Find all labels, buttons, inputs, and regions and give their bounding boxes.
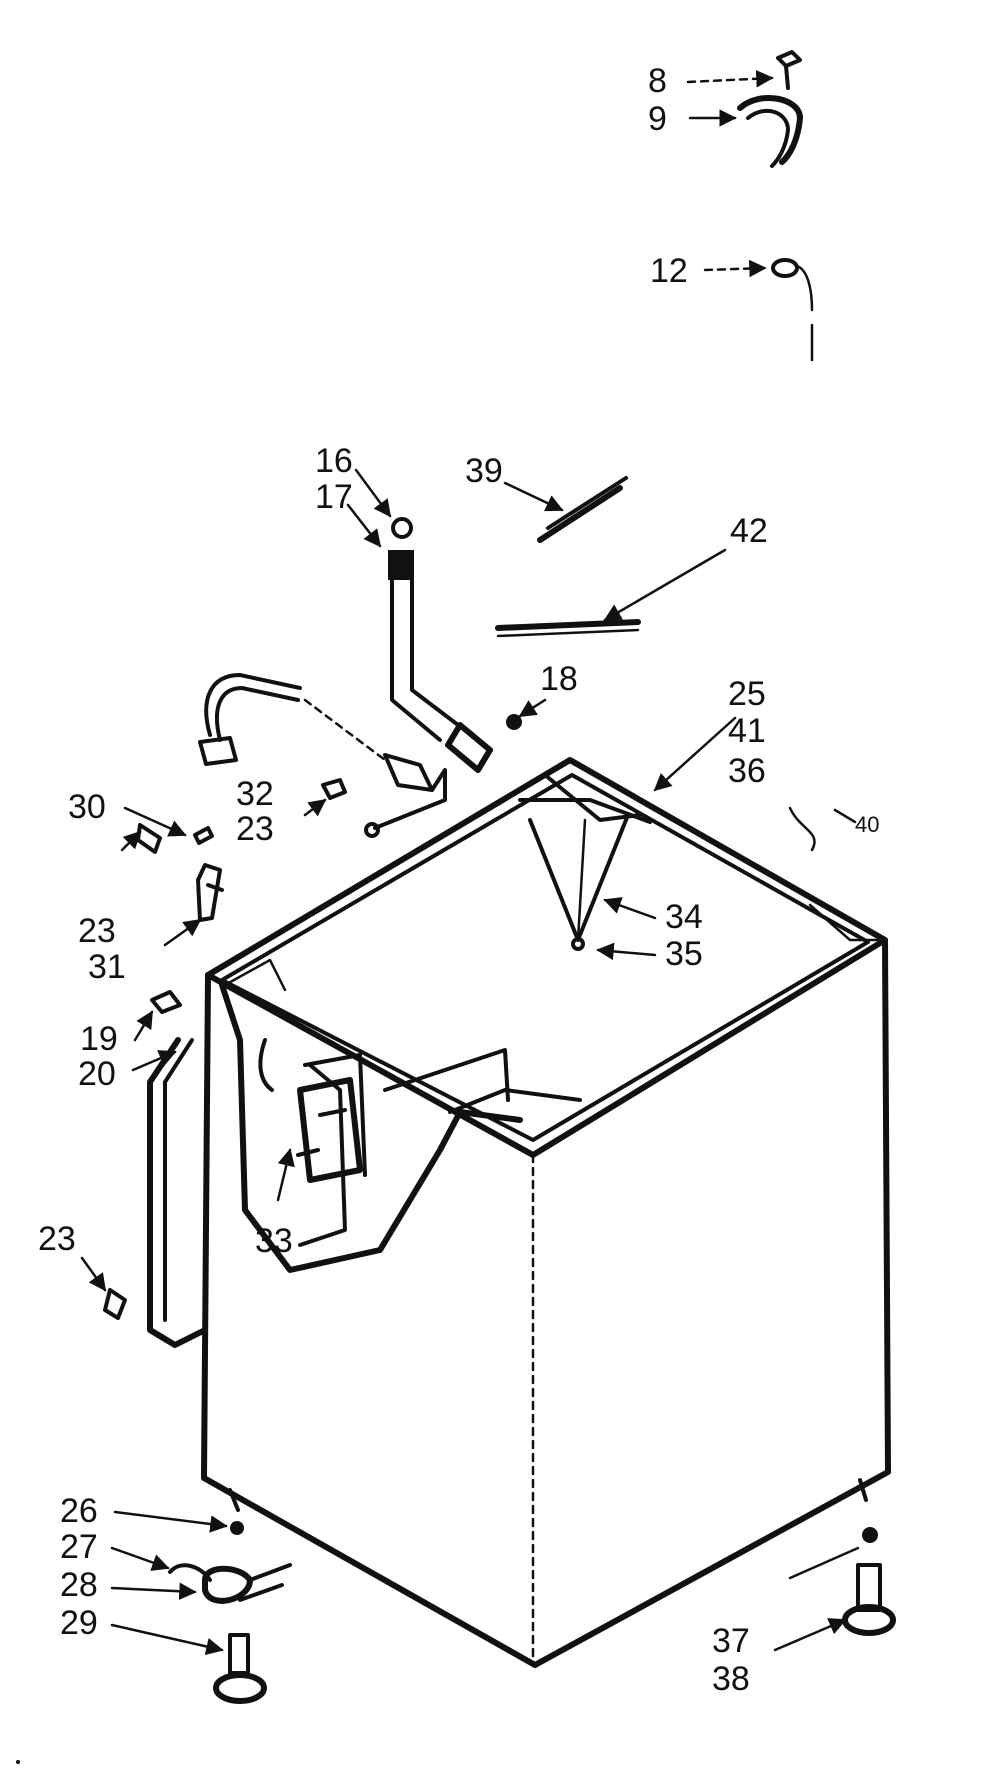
label-20: 20: [78, 1055, 116, 1093]
label-38: 38: [712, 1660, 750, 1698]
part-labels: 8 9 12 16 17 39 42 18 25 41 36 40 30 32 …: [38, 62, 879, 1698]
bar-42: [495, 619, 641, 638]
label-36: 36: [728, 752, 766, 790]
label-32: 32: [236, 775, 274, 813]
bracket-33: [258, 1038, 363, 1183]
cabinet: [201, 757, 891, 1668]
label-23-upper: 23: [236, 810, 274, 848]
label-27: 27: [60, 1528, 98, 1566]
label-9: 9: [648, 100, 667, 138]
label-28: 28: [60, 1566, 98, 1604]
screw-8: [776, 50, 802, 90]
rod-39: [537, 476, 628, 543]
label-18: 18: [540, 660, 578, 698]
scan-dot: [16, 1760, 20, 1764]
label-31: 31: [88, 948, 126, 986]
label-26: 26: [60, 1492, 98, 1530]
hinges-19-20: [103, 990, 208, 1348]
label-41: 41: [728, 712, 766, 750]
label-40: 40: [855, 812, 879, 837]
label-37: 37: [712, 1622, 750, 1660]
small-parts-30-32-31: [136, 778, 347, 922]
label-12: 12: [650, 252, 688, 290]
leveling-foot-right: [842, 1527, 896, 1636]
water-valve-harness: [198, 673, 447, 838]
label-8: 8: [648, 62, 667, 100]
label-23-lower: 23: [38, 1220, 76, 1258]
leveling-foot-left: [168, 1521, 292, 1704]
label-39: 39: [465, 452, 503, 490]
clip-36: [788, 806, 857, 852]
label-30: 30: [68, 788, 106, 826]
label-16: 16: [315, 442, 353, 480]
label-23-left: 23: [78, 912, 116, 950]
label-17: 17: [315, 478, 353, 516]
label-29: 29: [60, 1604, 98, 1642]
clip-9: [737, 94, 803, 168]
hose-12: [771, 258, 814, 362]
label-35: 35: [665, 935, 703, 973]
label-19: 19: [80, 1020, 118, 1058]
label-34: 34: [665, 898, 703, 936]
hose-assembly-16-17: [388, 517, 522, 773]
label-25: 25: [728, 675, 766, 713]
label-33: 33: [255, 1222, 293, 1260]
label-42: 42: [730, 512, 768, 550]
leader-lines: [80, 70, 860, 1656]
